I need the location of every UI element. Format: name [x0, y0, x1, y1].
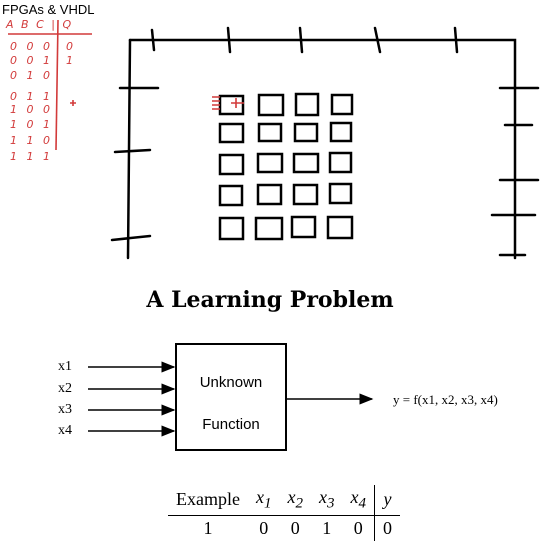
output-formula: y = f(x1, x2, x3, x4): [393, 392, 498, 407]
col-x3: x3: [310, 485, 343, 516]
cell-y: 0: [373, 515, 400, 541]
table-row: 1 0 0 1 0 0: [168, 515, 400, 541]
truth-table-row: 1 0 0: [10, 103, 53, 116]
fpga-sketch: [8, 19, 540, 260]
col-x2: x2: [279, 485, 311, 516]
truth-table-row: 1 1 0: [10, 134, 53, 147]
red-annotation: [70, 96, 244, 110]
function-diagram: [88, 343, 374, 451]
input-label-x1: x1: [58, 359, 72, 374]
col-example: Example: [168, 485, 248, 516]
col-x4: x4: [342, 485, 375, 516]
truth-table-row: 0 1 1: [10, 90, 53, 103]
cell-x3: 1: [322, 517, 332, 538]
top-label: FPGAs & VHDL: [2, 2, 95, 17]
logic-block-grid: [218, 92, 354, 241]
truth-table-row: 1 1 1: [10, 150, 53, 163]
input-label-x3: x3: [58, 402, 72, 417]
section-title: A Learning Problem: [146, 287, 394, 313]
truth-table-row: 1 0 1: [10, 118, 53, 131]
truth-table-row: 0 0 0: [10, 40, 53, 53]
input-label-x4: x4: [58, 423, 72, 438]
cell-x4: 0: [353, 517, 363, 538]
box-line-function: Function: [202, 416, 260, 433]
truth-table-q: 1: [66, 54, 73, 67]
example-table-header: Example x1 x2 x3 x4 y: [168, 485, 400, 516]
cell-x2: 0: [290, 517, 300, 538]
col-y: y: [373, 485, 400, 516]
cell-x1: 0: [259, 517, 269, 538]
col-x1: x1: [247, 485, 280, 516]
chip-outline: [128, 38, 517, 260]
truth-table-row: 0 1 0: [10, 69, 53, 82]
truth-table-row: 0 0 1: [10, 54, 53, 67]
chip-left-edge: [126, 38, 132, 260]
truth-table-header: A B C | Q: [6, 18, 74, 31]
example-table: Example x1 x2 x3 x4 y 1 0 0 1 0 0: [168, 485, 400, 541]
cell-example: 1: [203, 517, 213, 538]
input-label-x2: x2: [58, 381, 72, 396]
box-line-unknown: Unknown: [199, 374, 263, 391]
truth-table-q: 0: [66, 40, 73, 53]
unknown-function-box: [175, 343, 287, 451]
